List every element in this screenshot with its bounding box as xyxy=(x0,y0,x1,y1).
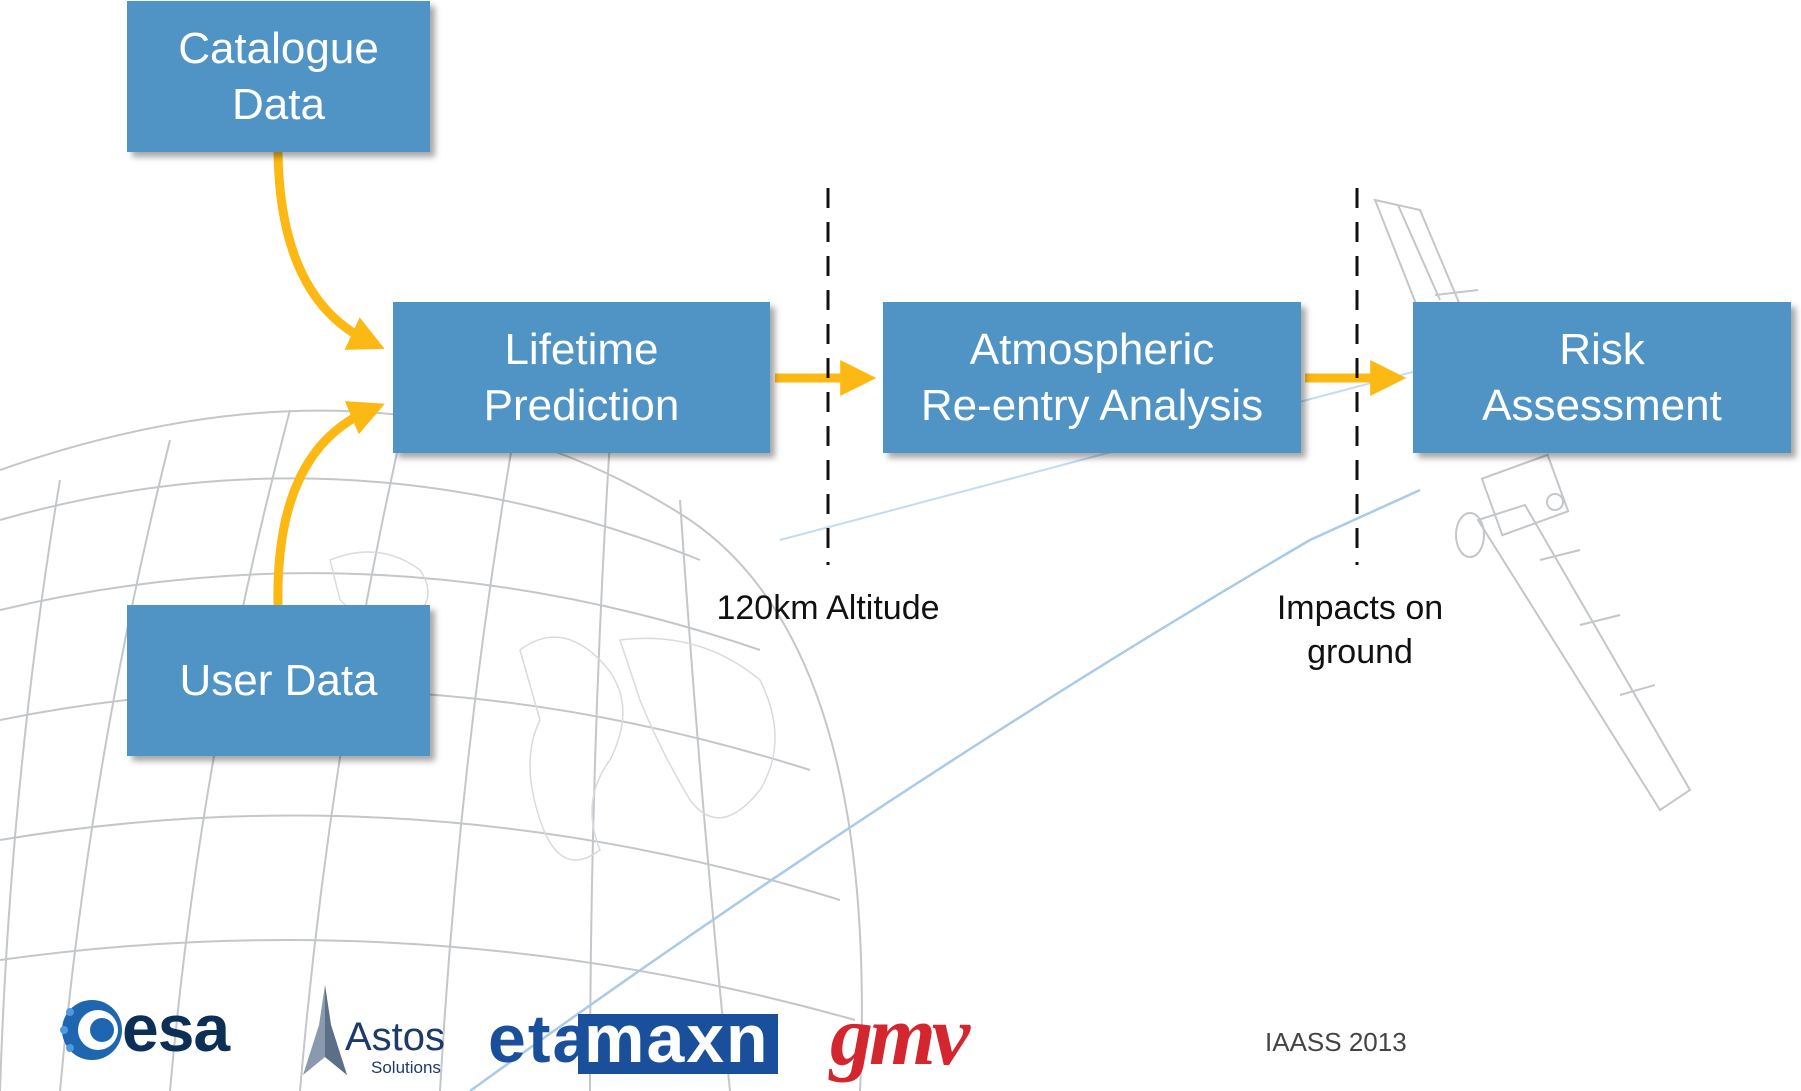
etamax-wordmark-eta: eta xyxy=(488,1001,593,1077)
astos-wordmark: Astos xyxy=(345,1015,446,1059)
etamax-wordmark-max: max xyxy=(584,1001,727,1077)
esa-emblem-icon xyxy=(60,1000,122,1060)
reentry-analysis-line1: Atmospheric xyxy=(969,324,1215,374)
etamax-logo: eta max n̂ xyxy=(488,1001,788,1078)
altitude-label: 120km Altitude xyxy=(716,589,940,627)
esa-wordmark: esa xyxy=(122,991,230,1065)
lifetime-prediction-line2: Prediction xyxy=(483,380,680,430)
astos-logo: Astos Solutions xyxy=(285,985,455,1080)
gmv-wordmark: gmv xyxy=(830,987,970,1083)
gmv-logo: gmv xyxy=(830,987,1010,1083)
risk-assessment-box: Risk Assessment xyxy=(1413,302,1791,453)
impacts-label-line1: Impacts on xyxy=(1276,589,1444,627)
etamax-box xyxy=(578,1014,778,1074)
risk-assessment-line2: Assessment xyxy=(1482,380,1722,430)
reentry-analysis-box: Atmospheric Re-entry Analysis xyxy=(883,302,1301,453)
impacts-label: Impacts on ground xyxy=(1240,586,1480,674)
arrow-user-to-lifetime xyxy=(273,401,385,606)
etamax-wordmark-n: n̂ xyxy=(726,1001,768,1077)
esa-logo: esa xyxy=(52,990,262,1070)
event-label: IAASS 2013 xyxy=(1265,1027,1407,1057)
user-data-label: User Data xyxy=(179,655,378,705)
impacts-label-line2: ground xyxy=(1307,633,1413,671)
risk-assessment-line1: Risk xyxy=(1559,324,1645,374)
catalogue-data-line1: Catalogue xyxy=(178,23,379,73)
lifetime-prediction-line1: Lifetime xyxy=(504,324,659,374)
catalogue-data-box: Catalogue Data xyxy=(127,1,430,152)
lifetime-prediction-box: Lifetime Prediction xyxy=(393,302,770,453)
reentry-analysis-line2: Re-entry Analysis xyxy=(920,380,1264,430)
user-data-box: User Data xyxy=(127,605,430,756)
astos-rocket-icon xyxy=(303,985,347,1075)
catalogue-data-line2: Data xyxy=(232,79,325,129)
arrow-catalogue-to-lifetime xyxy=(273,151,385,350)
astos-subtitle: Solutions xyxy=(371,1058,441,1077)
